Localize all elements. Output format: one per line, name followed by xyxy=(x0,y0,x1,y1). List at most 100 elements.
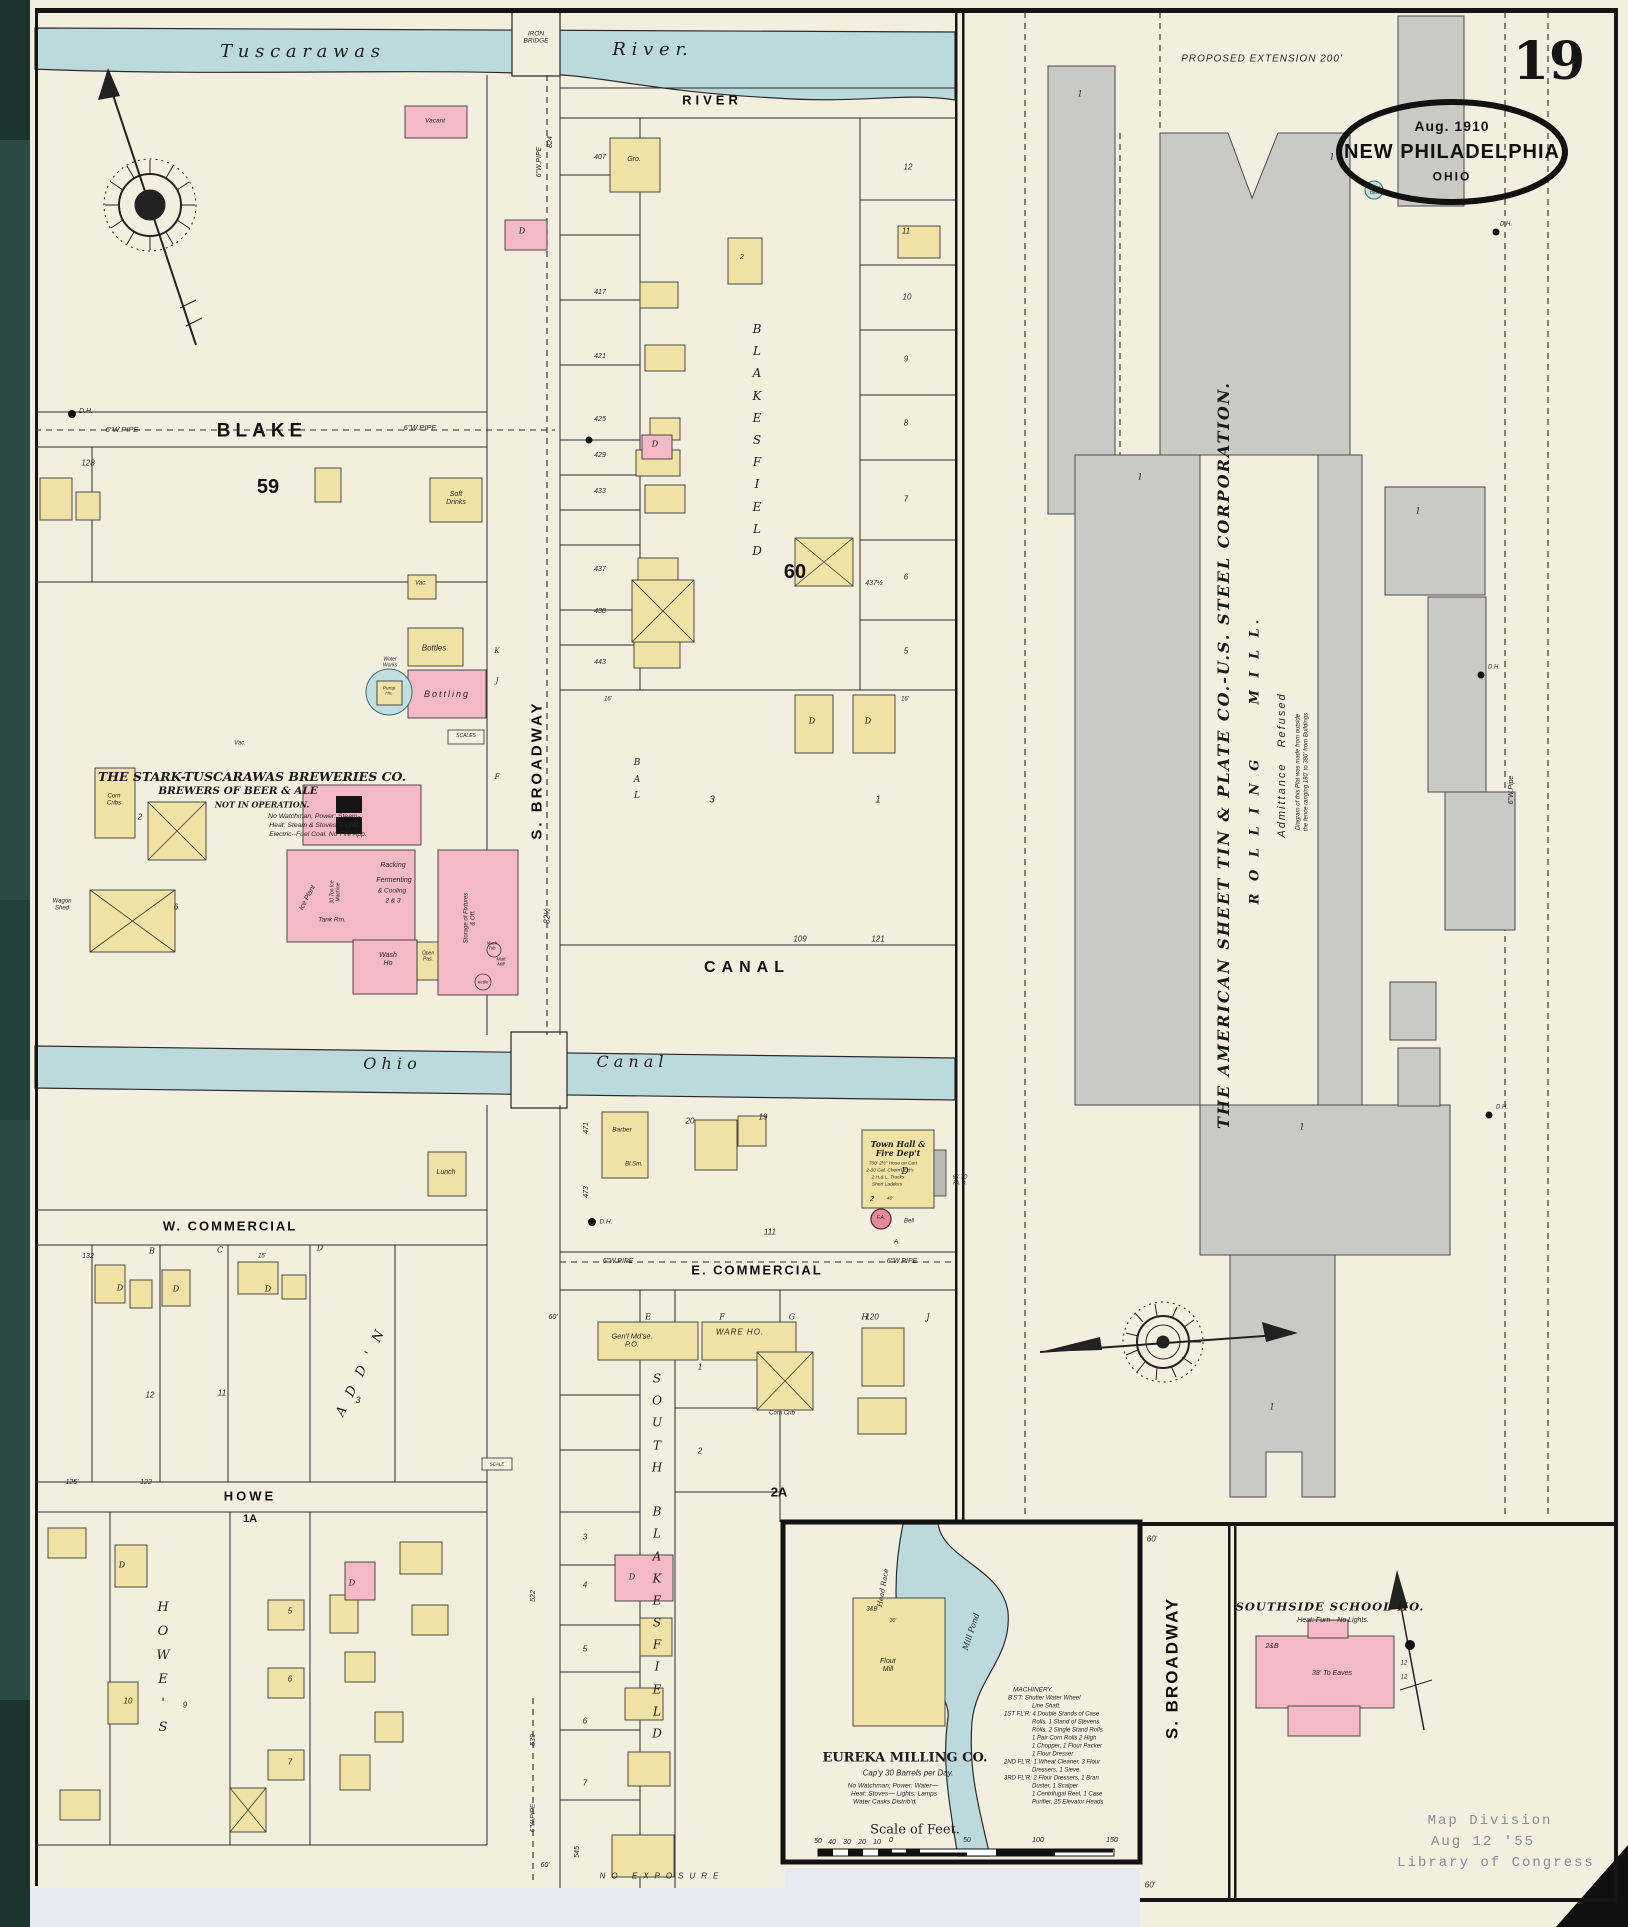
map-label: 6 xyxy=(582,1716,588,1726)
map-label: 473 xyxy=(583,1186,591,1198)
southside-school-title: SOUTHSIDE SCHOOL HO. xyxy=(1235,1599,1425,1614)
school-north-arrow xyxy=(1388,1570,1433,1731)
block-2a: 2A xyxy=(770,1484,788,1500)
map-label: 111 xyxy=(763,1227,777,1237)
map-label: D xyxy=(901,1166,909,1177)
map-label: No Watchman; Power: Water— xyxy=(847,1782,939,1790)
map-label: 128 xyxy=(81,458,95,468)
map-label: Short Ladders xyxy=(871,1182,903,1188)
water-tank-stamp: Water Tank xyxy=(1368,184,1380,195)
map-label: J xyxy=(926,1312,930,1322)
map-label: 3 xyxy=(582,1532,588,1542)
map-label: SCALES xyxy=(456,733,476,740)
map-label: 109 xyxy=(793,934,807,944)
map-label: 20 xyxy=(685,1116,695,1126)
head-race-label: Head Race xyxy=(875,1568,891,1608)
map-label: 120 xyxy=(865,1312,879,1322)
street-south-blakesfield: S O U T H B L A K E S F I E L D xyxy=(651,1371,663,1741)
map-label: 539 xyxy=(530,1734,538,1746)
map-label: 1 xyxy=(1137,472,1143,482)
water-pipe-label: 6"W.Pipe xyxy=(1508,775,1516,805)
map-label: 443 xyxy=(594,659,606,667)
map-label: 2 H.& L. Trucks xyxy=(871,1175,905,1181)
street-blake: BLAKE xyxy=(216,420,308,442)
hydrant-label: D.H. xyxy=(1500,221,1512,228)
map-label: D xyxy=(316,1243,324,1253)
map-label: 5 xyxy=(903,646,909,656)
admittance-refused-note: Admittance Refused xyxy=(1275,692,1288,838)
loc-stamp-line: Aug 12 '55 xyxy=(1430,1834,1536,1851)
map-label: Line Shaft. xyxy=(1032,1703,1061,1710)
map-label: 2 xyxy=(697,1446,703,1456)
map-label: 421 xyxy=(594,353,606,361)
street-howe: HOWE xyxy=(223,1488,277,1504)
map-label: Electric--Fuel Coal. No Fire App. xyxy=(269,831,367,839)
map-label: Rolls, 2 Single Stand Rolls xyxy=(1032,1727,1103,1734)
bottling-label: Bottling xyxy=(423,688,471,699)
map-label: 15' xyxy=(258,1253,266,1260)
water-pipe-label: 6"W.PIPE xyxy=(529,1803,537,1833)
map-label: Wagon Shed xyxy=(52,898,72,911)
loc-stamp-line: Library of Congress xyxy=(1397,1855,1595,1872)
water-pipe-label: 6"W.PIPE xyxy=(403,422,437,432)
map-label: Duster, 1 Scalper xyxy=(1032,1783,1079,1790)
map-label: 824 xyxy=(547,136,555,148)
map-label: 50 xyxy=(814,1838,822,1846)
hydrant-label: D.H. xyxy=(599,1218,613,1226)
map-label: H xyxy=(861,1312,869,1322)
map-label: 7 xyxy=(287,1757,293,1767)
map-label: 3 xyxy=(709,794,715,806)
map-label: Heat: Steam & Stoves--Lights: xyxy=(269,822,361,830)
map-label: 6 xyxy=(903,572,909,582)
map-label: Rolls, 1 Stand of Stevens xyxy=(1032,1719,1100,1726)
map-label: 438 xyxy=(594,608,606,616)
compass-rose-north xyxy=(98,68,203,346)
map-label: 1 Chopper, 1 Flour Packer xyxy=(1032,1743,1103,1750)
map-label: 65' TO FA. D. xyxy=(952,1174,968,1186)
map-label: NOT IN OPERATION. xyxy=(214,799,310,810)
street-canal: CANAL xyxy=(704,959,790,977)
map-label: D xyxy=(264,1284,272,1294)
map-label: 1 xyxy=(1077,89,1083,99)
map-label: Kettle xyxy=(477,979,489,985)
steel-corporation-title: THE AMERICAN SHEET TIN & PLATE CO.-U.S. … xyxy=(1214,381,1234,1129)
map-label: 545 xyxy=(574,1846,582,1858)
bottles-label: Bottles xyxy=(421,643,447,653)
map-label: Mash Tub xyxy=(486,940,498,950)
canal-name: O h i o xyxy=(363,1054,417,1074)
map-label: Water Casks Distrib'd. xyxy=(853,1798,917,1806)
map-label: 30' xyxy=(889,1618,897,1625)
map-label: 6 xyxy=(287,1674,293,1684)
vacant-label: Vacant xyxy=(425,117,445,125)
map-label: 2 xyxy=(137,812,143,822)
water-pipe-label: 6"W.PIPE xyxy=(105,424,139,434)
map-label: 437 xyxy=(594,566,606,574)
map-label: 10 xyxy=(902,292,912,302)
tuscarawas-river xyxy=(34,27,956,101)
map-label: D xyxy=(808,716,816,726)
map-label: F xyxy=(494,773,500,782)
street-s-broadway-inset: S. BROADWAY xyxy=(1162,1596,1182,1740)
map-label: Fermenting xyxy=(376,877,412,885)
rolling-mill-label: R O L L I N G M I L L. xyxy=(1247,615,1263,905)
map-label: 1 Pair Corn Rolls 2 High xyxy=(1032,1735,1097,1742)
map-label: 12 xyxy=(145,1390,155,1400)
proposed-extension-note: PROPOSED EXTENSION 200' xyxy=(1181,53,1343,65)
blakesfield-vertical: B L A K E S F I E L D xyxy=(752,321,762,558)
river-name: R i v e r. xyxy=(612,38,688,60)
map-label: Lunch xyxy=(436,1169,456,1177)
map-label: Dressers, 1 Sieve. xyxy=(1032,1767,1082,1774)
map-label: 3&B xyxy=(866,1606,878,1613)
map-label: 1 xyxy=(1299,1122,1305,1132)
map-label: 7 xyxy=(582,1778,588,1788)
map-label: 5 xyxy=(287,1606,293,1616)
map-label: Corn Cribs xyxy=(106,793,122,806)
map-label: Heat: Furn—No Lights. xyxy=(1297,1617,1369,1625)
map-label: K xyxy=(494,647,500,656)
fire-alarm-circle xyxy=(870,1208,892,1230)
map-label: 16' xyxy=(901,696,909,703)
map-label: 407 xyxy=(594,154,606,162)
map-label: 30 Ton Ice Machine xyxy=(329,880,341,904)
